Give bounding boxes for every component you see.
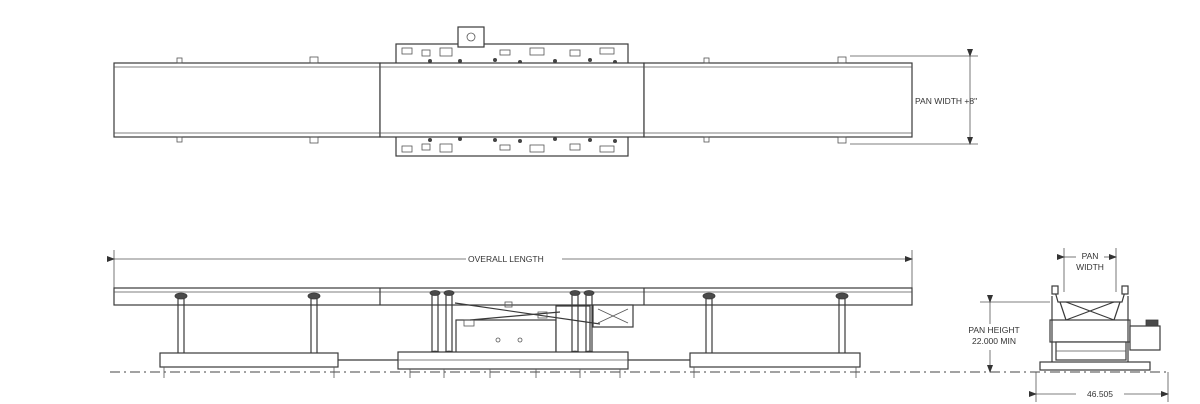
pan-end [1053, 287, 1127, 303]
drive-bracket [457, 26, 485, 48]
pan-center-top [379, 62, 645, 138]
floor-anchors [163, 367, 857, 378]
top-view: PAN WIDTH +8" [113, 26, 978, 157]
pan-width-plus-label: PAN WIDTH +8" [915, 96, 977, 106]
support-legs [177, 298, 846, 358]
pan-width-label-line1: PAN [1082, 251, 1099, 261]
end-motor [1129, 325, 1161, 351]
overall-length-label: OVERALL LENGTH [468, 254, 544, 264]
pan-height-label-line2: 22.000 MIN [972, 336, 1016, 346]
base-rail-left [159, 352, 339, 368]
pan-side [113, 287, 913, 306]
base-width-label: 46.505 [1087, 389, 1113, 399]
drive-bolts-top [401, 47, 615, 153]
pan-width-label-line2: WIDTH [1076, 262, 1104, 272]
pan-left-top [113, 62, 381, 138]
base-rail-right [689, 352, 861, 368]
support-tabs-top [176, 56, 847, 144]
end-frame [1049, 319, 1131, 343]
drive-base [397, 351, 629, 370]
pan-right-top [643, 62, 913, 138]
side-view: OVERALL LENGTH [107, 250, 1170, 378]
end-view: PAN WIDTH PAN HEIGHT 22.000 MIN 46.505 [968, 248, 1169, 402]
pan-height-label-line1: PAN HEIGHT [968, 325, 1019, 335]
drive-uprights [431, 294, 593, 352]
